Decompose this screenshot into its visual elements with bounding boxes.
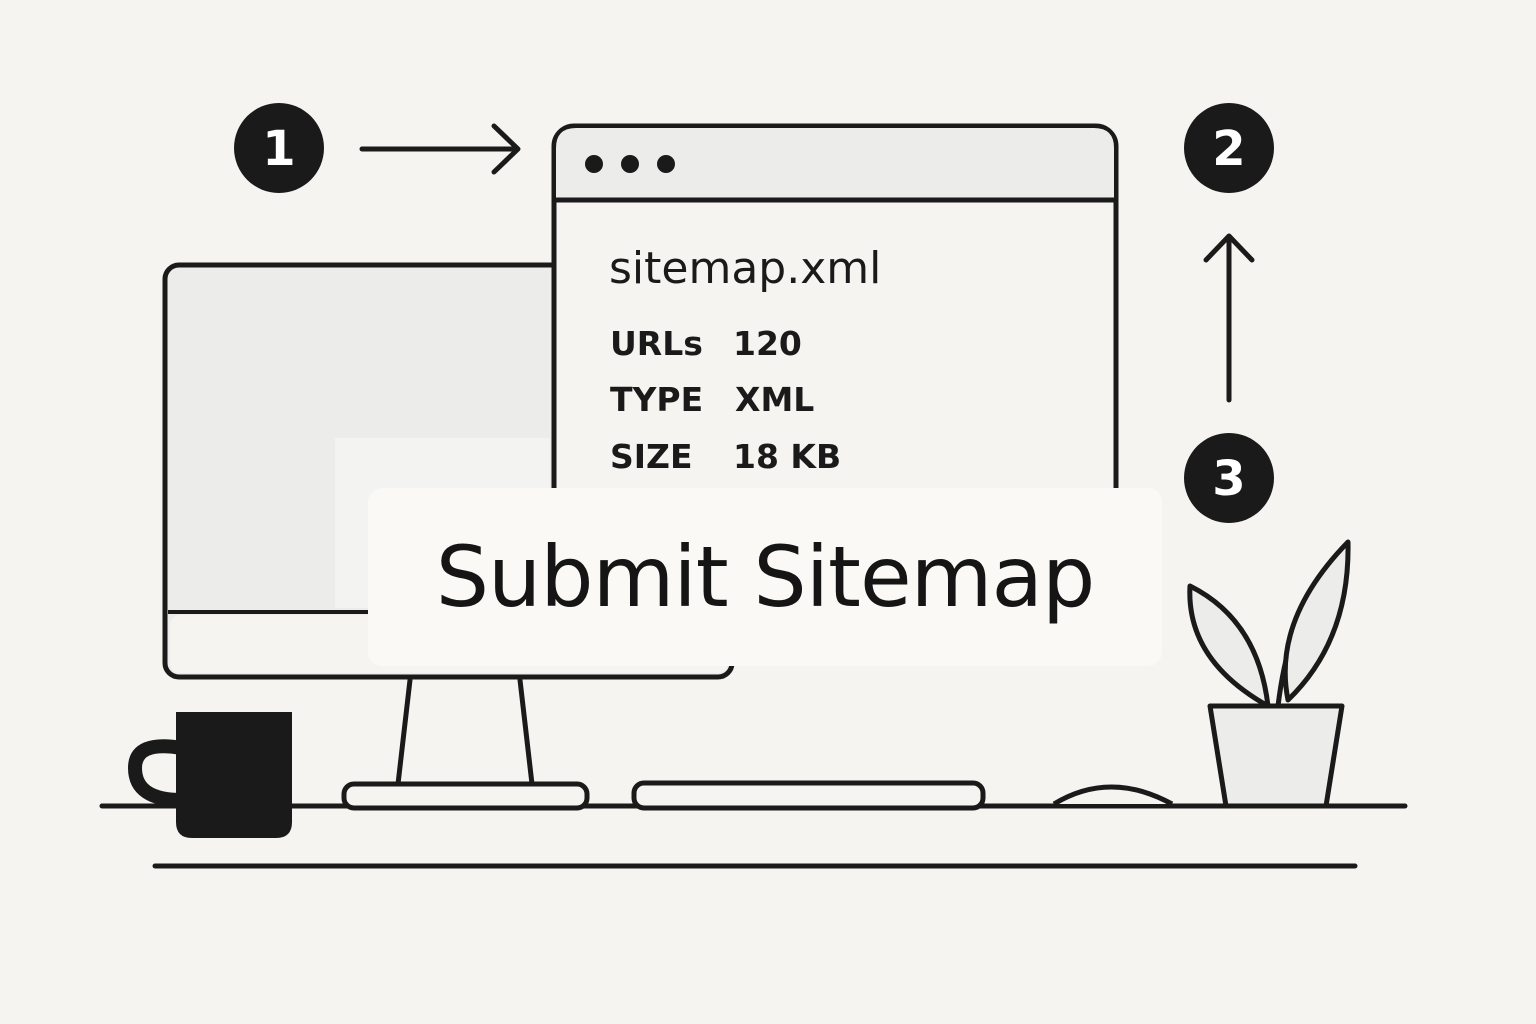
meta-value-size: 18 KB — [733, 437, 841, 476]
step-1-number: 1 — [262, 121, 295, 177]
meta-key-type: TYPE — [610, 380, 703, 419]
meta-key-urls: URLs — [610, 324, 703, 363]
banner-label: Submit Sitemap — [435, 528, 1096, 626]
meta-key-size: SIZE — [610, 437, 693, 476]
mug-icon — [127, 712, 292, 838]
plant-icon — [1187, 539, 1351, 809]
arrow-right-icon — [359, 123, 521, 175]
window-dots-icon — [585, 155, 675, 173]
meta-value-type: XML — [735, 380, 814, 419]
arrow-up-icon — [1203, 233, 1255, 403]
mouse-icon — [1052, 784, 1174, 807]
step-2-number: 2 — [1212, 121, 1245, 177]
step-3-number: 3 — [1212, 451, 1245, 507]
keyboard-icon — [631, 780, 986, 811]
sitemap-filename: sitemap.xml — [609, 243, 881, 294]
meta-value-urls: 120 — [733, 324, 802, 363]
submit-sitemap-banner: Submit Sitemap — [368, 488, 1162, 666]
step-2-badge: 2 — [1184, 103, 1274, 193]
step-1-badge: 1 — [234, 103, 324, 193]
step-3-badge: 3 — [1184, 433, 1274, 523]
sitemap-window: sitemap.xml URLs 120 TYPE XML SIZE 18 KB — [551, 123, 1119, 609]
